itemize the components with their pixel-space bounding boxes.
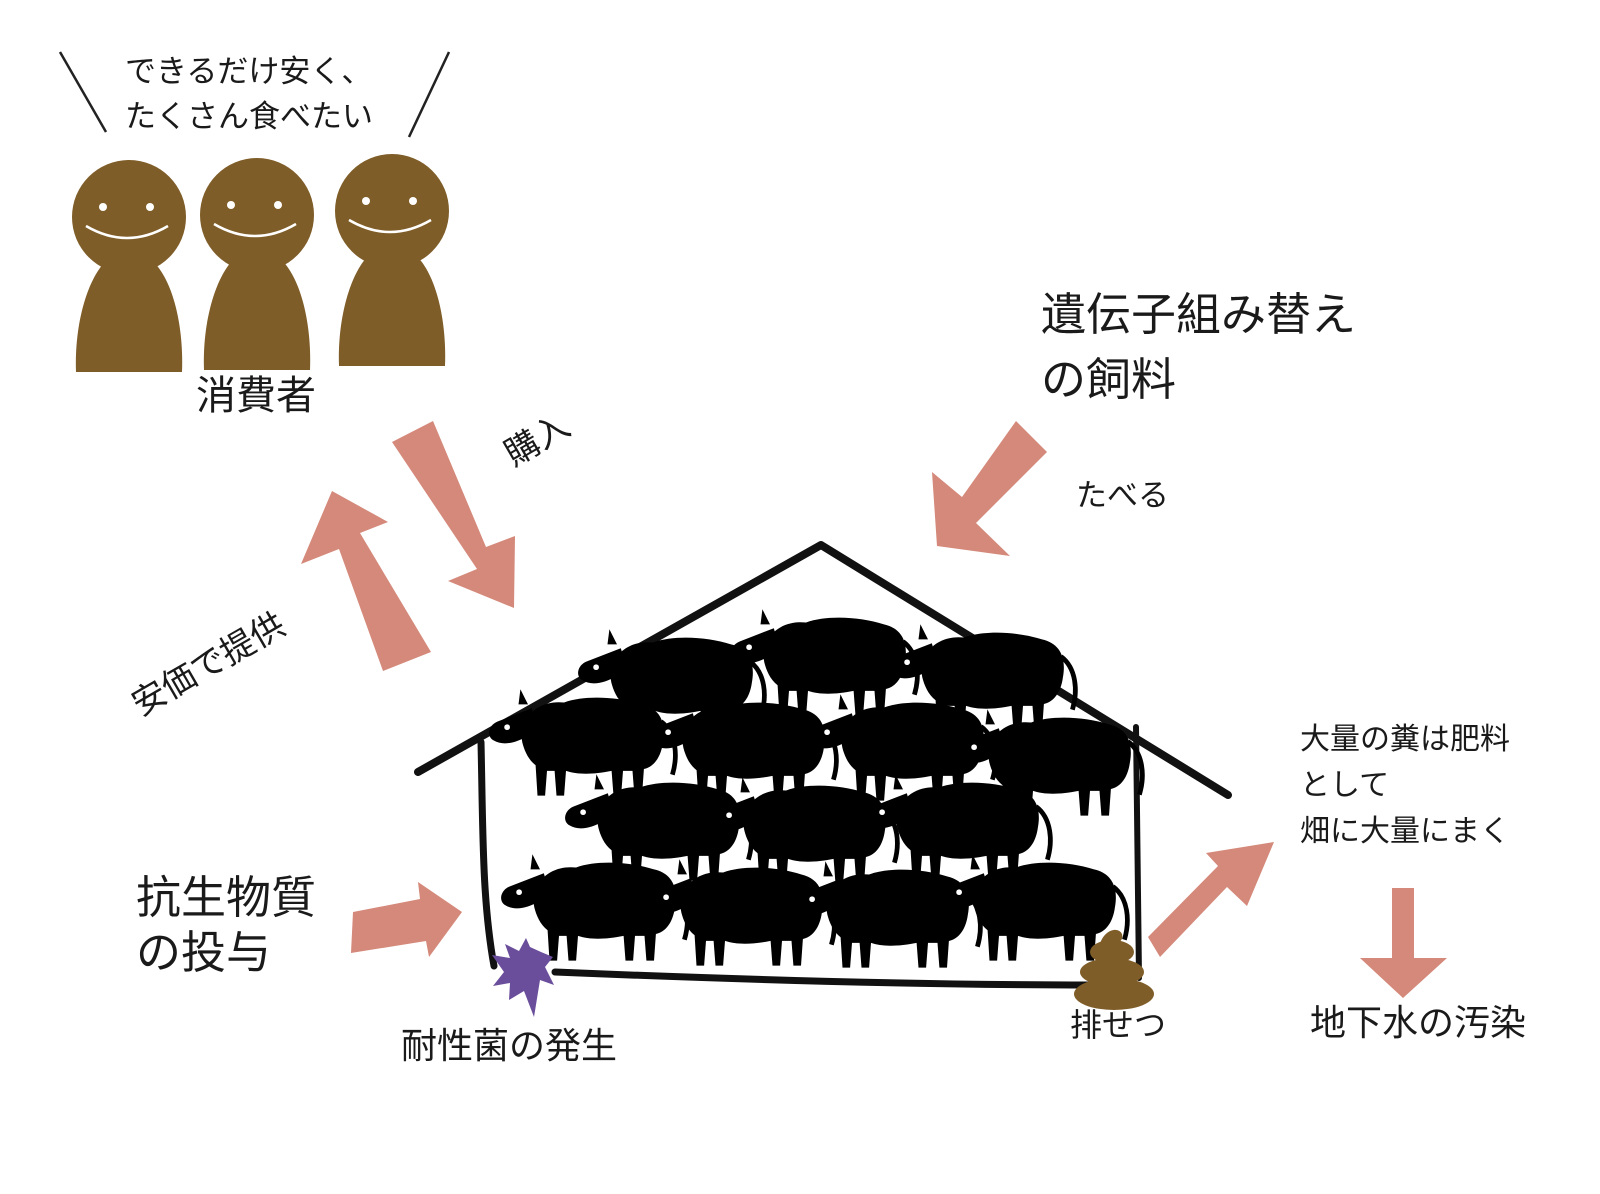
barn [414, 541, 1232, 989]
cow [711, 777, 897, 883]
consumer-figure [200, 158, 314, 370]
speech-line-2: たくさん食べたい [125, 98, 373, 135]
cheap-supply-arrow [301, 491, 431, 671]
consumer-figure [335, 154, 449, 366]
manure-line-2: として [1300, 767, 1390, 803]
manure-line-3: 畑に大量にまく [1300, 813, 1510, 849]
antibiotics-line-1: 抗生物質 [136, 871, 317, 924]
consumer-figures [72, 154, 449, 372]
antibiotics-label: 抗生物質 の投与 [136, 870, 316, 981]
speech-line-right [407, 51, 451, 138]
consumers-label: 消費者 [196, 373, 316, 419]
antibiotics-arrow [351, 882, 462, 957]
gmo-feed-line-1: 遺伝子組み替え [1041, 288, 1357, 341]
eat-label: たべる [1076, 478, 1169, 514]
consumer-figure [72, 160, 186, 372]
manure-arrow [1148, 842, 1274, 957]
speech-line-1: できるだけ安く、 [125, 54, 373, 90]
excretion-label: 排せつ [1070, 1006, 1167, 1044]
manure-label: 大量の糞は肥料 として 畑に大量にまく [1300, 717, 1510, 855]
gmo-feed-line-2: の飼料 [1041, 353, 1177, 407]
gmo-feed-label: 遺伝子組み替え の飼料 [1041, 282, 1356, 413]
resistant-bacteria-label: 耐性菌の発生 [401, 1026, 618, 1067]
manure-line-1: 大量の糞は肥料 [1300, 722, 1510, 757]
consumer-speech: できるだけ安く、 たくさん食べたい [125, 50, 373, 140]
groundwater-arrow [1360, 888, 1447, 998]
antibiotics-line-2: の投与 [136, 926, 272, 980]
eat-arrow [932, 421, 1047, 556]
groundwater-label: 地下水の汚染 [1310, 1003, 1527, 1044]
cow [794, 861, 980, 967]
speech-line-left [58, 51, 108, 133]
cattle-herd [489, 609, 1142, 967]
bacteria-icon [492, 938, 554, 1017]
cow [731, 609, 917, 715]
manure-icon [1074, 929, 1154, 1010]
purchase-arrow [392, 421, 515, 608]
